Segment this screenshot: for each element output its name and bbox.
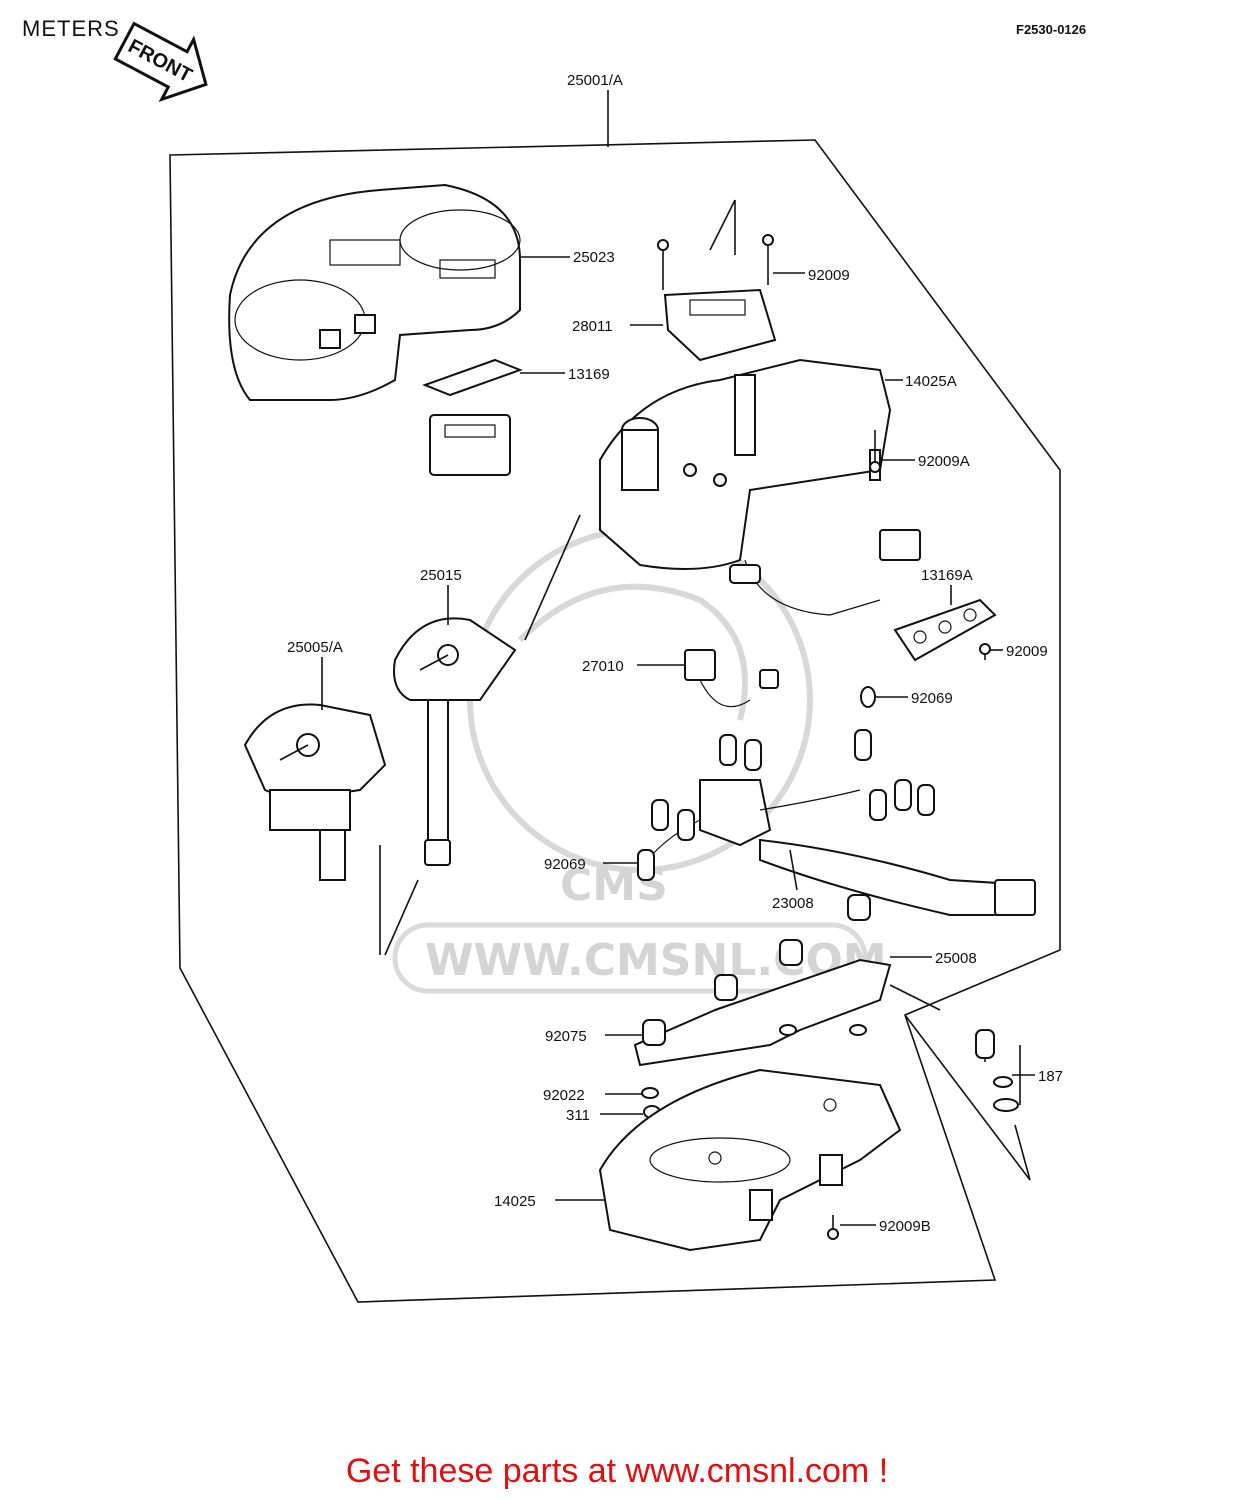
cms-watermark: CMS WWW.CMSNL.COM xyxy=(392,527,887,994)
bracket-25008 xyxy=(633,894,892,1119)
bolt-set-187 xyxy=(889,984,1031,1181)
front-arrow-icon: FRONT xyxy=(113,21,208,103)
label-92069-top: 92069 xyxy=(911,690,953,707)
wiring-harness-23008 xyxy=(637,686,1036,916)
page-title: METERS xyxy=(22,16,120,41)
label-25005A: 25005/A xyxy=(287,639,343,656)
label-28011: 28011 xyxy=(572,318,613,335)
upper-housing-14025A xyxy=(599,358,921,616)
label-92009-top: 92009 xyxy=(808,267,850,284)
label-311: 311 xyxy=(566,1107,590,1124)
switch-27010 xyxy=(684,649,779,708)
label-25001A: 25001/A xyxy=(567,72,623,89)
label-92022: 92022 xyxy=(543,1087,585,1104)
label-23008: 23008 xyxy=(772,895,814,912)
label-92075: 92075 xyxy=(545,1028,587,1045)
diagram-code: F2530-0126 xyxy=(1016,22,1087,37)
label-25023: 25023 xyxy=(573,249,615,266)
bracket-13169A xyxy=(893,598,997,662)
cms-link-text[interactable]: Get these parts at www.cmsnl.com ! xyxy=(345,1452,889,1490)
label-92009B: 92009B xyxy=(879,1218,931,1235)
label-187: 187 xyxy=(1038,1068,1063,1085)
label-25008: 25008 xyxy=(935,950,977,967)
meter-25015 xyxy=(393,514,581,866)
label-92069-left: 92069 xyxy=(544,856,586,873)
leader-lines xyxy=(321,256,1035,1226)
label-13169: 13169 xyxy=(568,366,610,383)
label-92009-mid: 92009 xyxy=(1006,643,1048,660)
label-14025: 14025 xyxy=(494,1193,536,1210)
meter-25005A xyxy=(243,703,419,956)
lower-housing-14025 xyxy=(598,1068,902,1252)
meter-cover-25023 xyxy=(228,183,521,401)
label-92009A: 92009A xyxy=(918,453,970,470)
parts-13169-28011 xyxy=(422,199,777,476)
label-14025A: 14025A xyxy=(905,373,957,390)
label-25015: 25015 xyxy=(420,567,462,584)
label-13169A: 13169A xyxy=(921,567,973,584)
part-labels: 25001/A 25023 92009 28011 13169 14025A 9… xyxy=(287,72,1063,1235)
label-27010: 27010 xyxy=(582,658,624,675)
